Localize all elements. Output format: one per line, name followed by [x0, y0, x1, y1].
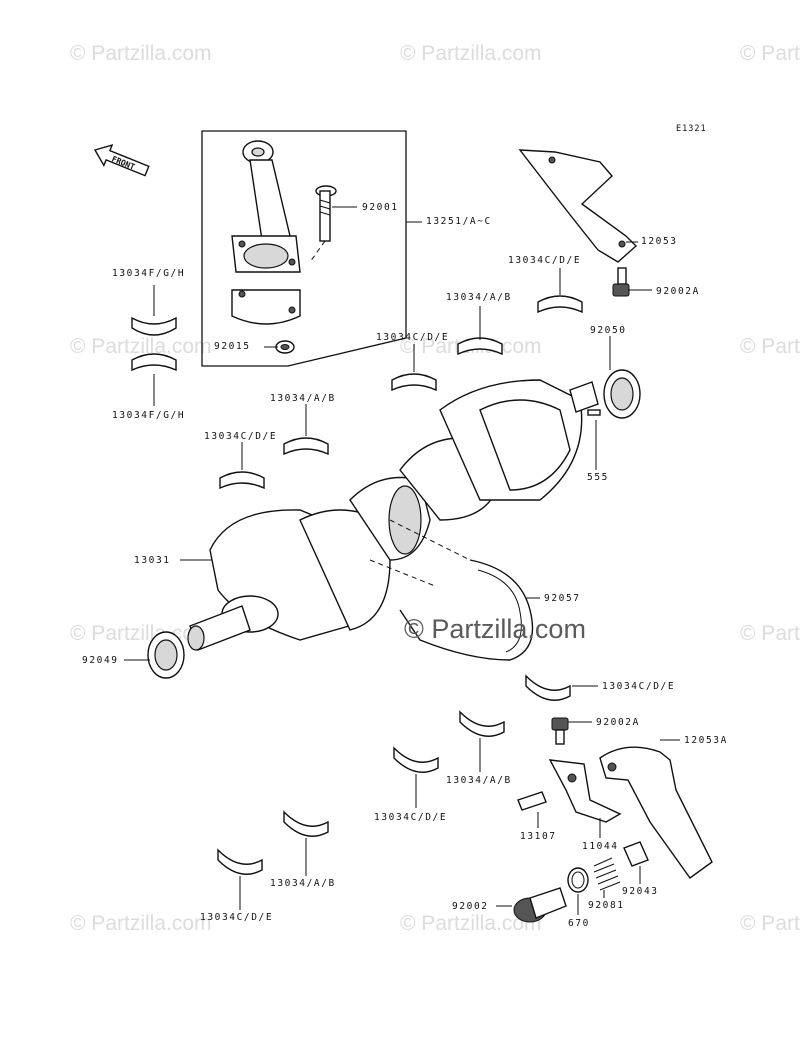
front-arrow-icon: FRONT [93, 143, 150, 177]
brace-bolt-top [612, 267, 630, 297]
plug-bolt [513, 887, 567, 923]
part-label-11044: 11044 [582, 841, 619, 852]
watermark: © Partzilla.com [740, 335, 800, 358]
leader-lines [124, 206, 680, 915]
part-label-13031: 13031 [134, 555, 171, 566]
part-label-13034fgh: 13034F/G/H [112, 268, 186, 279]
bearing-shell [393, 746, 439, 773]
part-label-92002a: 92002A [596, 717, 640, 728]
bearing-shell [217, 848, 263, 875]
connecting-rod [231, 140, 301, 325]
watermark: © Partzilla.com [400, 912, 542, 935]
watermark: © Partzilla.com [740, 912, 800, 935]
part-label-13034ab: 13034/A/B [446, 775, 512, 786]
bearing-shell [283, 810, 329, 837]
part-label-92050: 92050 [590, 325, 627, 336]
brace-bolt-bottom [551, 717, 569, 745]
bearing-shell [525, 674, 571, 701]
part-label-92001: 92001 [362, 202, 399, 213]
part-label-13034cde: 13034C/D/E [376, 332, 450, 343]
center-watermark: © Partzilla.com [404, 614, 586, 644]
part-label-13034fgh: 13034F/G/H [112, 410, 186, 421]
bearing-shell [391, 373, 437, 392]
upper-brace [518, 149, 638, 263]
part-label-13107: 13107 [520, 831, 557, 842]
watermark: © Partzilla.com [740, 42, 800, 65]
bearing-shell [131, 353, 177, 372]
part-label-92015: 92015 [214, 341, 251, 352]
part-label-555: 555 [587, 472, 609, 483]
bearing-shell [457, 337, 503, 356]
bearing-shell [283, 437, 329, 456]
oil-seal-right [603, 369, 641, 419]
oil-seal-left [147, 631, 185, 679]
cam-chain [369, 519, 534, 661]
part-label-92049: 92049 [82, 655, 119, 666]
bearing-shell [219, 471, 265, 490]
holder [548, 759, 622, 823]
o-ring [567, 867, 589, 893]
part-label-670: 670 [568, 918, 590, 929]
watermark: © Partzilla.com [70, 335, 212, 358]
part-label-13034ab: 13034/A/B [270, 393, 336, 404]
part-label-13034ab: 13034/A/B [446, 292, 512, 303]
part-label-13034cde: 13034C/D/E [204, 431, 278, 442]
bearing-shell [537, 295, 583, 314]
part-label-13034ab: 13034/A/B [270, 878, 336, 889]
bearing-shell [131, 316, 177, 336]
part-label-12053: 12053 [641, 236, 678, 247]
part-label-13251: 13251/A~C [426, 216, 492, 227]
spring [593, 857, 621, 891]
conrod-bolt [309, 185, 337, 263]
watermark: © Partzilla.com [70, 42, 212, 65]
plunger [623, 841, 649, 867]
part-label-92081: 92081 [588, 900, 625, 911]
part-label-13034cde: 13034C/D/E [508, 255, 582, 266]
crankshaft [187, 379, 599, 651]
part-label-13034cde: 13034C/D/E [374, 812, 448, 823]
part-label-92057: 92057 [544, 593, 581, 604]
watermark: © Partzilla.com [400, 42, 542, 65]
diagram-code: E1321 [676, 124, 707, 134]
part-label-12053a: 12053A [684, 735, 728, 746]
part-label-92002a: 92002A [656, 286, 700, 297]
watermark: © Partzilla.com [70, 912, 212, 935]
conrod-inset-box [201, 130, 407, 367]
guide-pin [517, 791, 547, 811]
conrod-nut [275, 340, 295, 354]
part-label-13034cde: 13034C/D/E [200, 912, 274, 923]
part-label-92002: 92002 [452, 901, 489, 912]
part-label-92043: 92043 [622, 886, 659, 897]
dowel-pin [587, 409, 601, 416]
lower-brace [599, 746, 713, 879]
bearing-shell [459, 710, 505, 737]
watermark: © Partzilla.com [740, 622, 800, 645]
part-label-13034cde: 13034C/D/E [602, 681, 676, 692]
